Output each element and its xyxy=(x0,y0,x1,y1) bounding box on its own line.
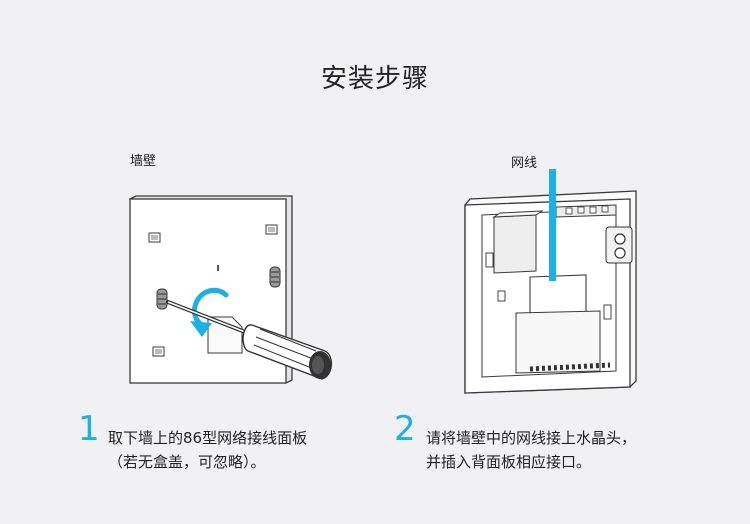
wall-label: 墙壁 xyxy=(130,154,157,169)
back-panel-illustration xyxy=(464,169,637,394)
wall-plate-illustration xyxy=(128,195,333,384)
step-1-number: 1 xyxy=(78,409,100,449)
step-1-line-2: （若无盒盖，可忽略）。 xyxy=(108,453,266,471)
step-2-line-2: 并插入背面板相应接口。 xyxy=(426,453,592,471)
step-2-text: 请将墙壁中的网线接上水晶头， 并插入背面板相应接口。 xyxy=(426,426,636,474)
panel-back-icon xyxy=(464,190,637,394)
network-cable-icon xyxy=(549,169,556,281)
rotate-arrow-icon xyxy=(190,287,229,337)
screwdriver-icon xyxy=(166,300,333,380)
step-1-line-1: 取下墙上的86型网络接线面板 xyxy=(108,429,308,447)
page-title: 安装步骤 xyxy=(320,64,429,94)
step-1-text: 取下墙上的86型网络接线面板 （若无盒盖，可忽略）。 xyxy=(108,426,307,474)
cable-label: 网线 xyxy=(511,156,538,171)
step-2-number: 2 xyxy=(394,409,416,449)
step-2-line-1: 请将墙壁中的网线接上水晶头， xyxy=(426,429,637,447)
